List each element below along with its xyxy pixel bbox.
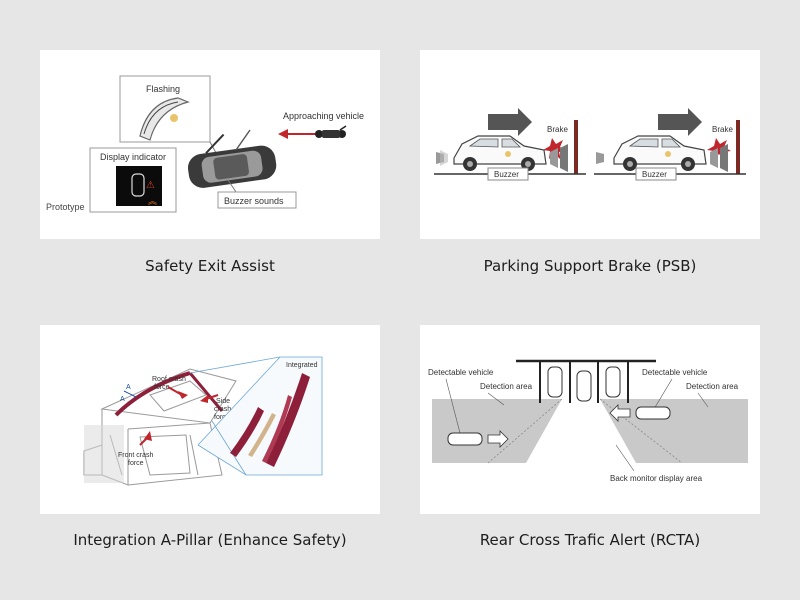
- pillar-part-reinforcement: [248, 413, 276, 457]
- front-sensor-wave-icon: [720, 144, 728, 172]
- arrow-left-icon: [609, 404, 631, 422]
- safety-exit-assist-diagram: Flashing Approaching vehicle Display ind…: [46, 75, 364, 213]
- suv-car-icon: [613, 135, 707, 171]
- parking-support-brake-figure: Brake Buzzer Brake: [420, 50, 760, 239]
- pointer-left-area: [487, 392, 505, 406]
- pointer-monitor-area: [615, 444, 635, 472]
- section-a-bottom-label: A: [120, 396, 125, 403]
- detection-area-right-label: Detection area: [686, 382, 739, 391]
- buzzer-label-left: Buzzer: [494, 170, 519, 179]
- motorcycle-icon: [315, 125, 347, 138]
- side-crash-label: Side: [216, 398, 230, 405]
- buzzer-pointer: [227, 179, 237, 193]
- front-crash-label: Front crash: [118, 452, 154, 459]
- caption-a-pillar: Integration A-Pillar (Enhance Safety): [73, 531, 347, 549]
- parked-car-icon: [547, 366, 563, 398]
- pillar-part-inner: [230, 407, 264, 457]
- prototype-label: Prototype: [46, 202, 85, 212]
- buzzer-box: [217, 191, 297, 209]
- a-pillar-diagram: A A Roof crash force Side crash force Fr…: [83, 356, 323, 486]
- arrow-right-icon: [487, 430, 509, 448]
- side-force-arrow-icon: [200, 395, 208, 403]
- buzzer-tag-right: [635, 167, 677, 181]
- roof-force-arrow-icon: [178, 391, 188, 399]
- wall-post: [736, 120, 740, 174]
- side-crash-label-2: crash: [214, 406, 231, 413]
- pillar-part-outer: [262, 395, 292, 463]
- frame-shading: [84, 425, 124, 483]
- buzzer-tag-left: [487, 167, 529, 181]
- caption-parking-support-brake: Parking Support Brake (PSB): [483, 257, 697, 275]
- integrated-label: Integrated: [286, 362, 318, 369]
- suv-car-icon: [453, 135, 547, 171]
- pointer-right-vehicle: [653, 378, 673, 410]
- caption-safety-exit-assist: Safety Exit Assist: [145, 257, 275, 275]
- roof-force-arrow-line: [167, 386, 183, 396]
- flashing-light-icon: [170, 114, 178, 122]
- front-sensor-wave-icon: [560, 144, 568, 172]
- a-pillar-figure: A A Roof crash force Side crash force Fr…: [40, 325, 380, 514]
- back-monitor-label: Back monitor display area: [610, 474, 703, 483]
- buzzer-sounds-label: Buzzer sounds: [224, 196, 284, 206]
- forward-arrow-icon: [658, 108, 702, 136]
- display-car-icon: [131, 173, 145, 197]
- mirror-edge: [143, 101, 179, 135]
- roof-crash-label-2: force: [154, 384, 170, 391]
- detection-boundary-left: [487, 398, 563, 464]
- rcta-diagram: Detectable vehicle Detection area Detect…: [428, 359, 748, 483]
- mirror-shape: [139, 97, 190, 141]
- parked-car-icon: [605, 366, 621, 398]
- warning-icon: ⚠: [146, 180, 155, 191]
- car-top-view-icon: [187, 133, 277, 188]
- open-door-line: [235, 129, 251, 151]
- rear-sensor-wave-icon: [596, 152, 604, 164]
- brake-burst-icon: [543, 138, 567, 160]
- rear-sensor-wave-icon: [440, 150, 448, 166]
- integrated-pillar-part: [266, 373, 310, 467]
- roof-rail-highlight: [188, 372, 224, 412]
- display-indicator-label: Display indicator: [100, 152, 166, 162]
- a-pillar-highlight: [114, 371, 191, 417]
- own-car-icon: [576, 370, 592, 402]
- detectable-vehicle-right-label: Detectable vehicle: [642, 368, 708, 377]
- section-line: [123, 390, 137, 398]
- approaching-vehicle-label: Approaching vehicle: [283, 111, 364, 121]
- front-crash-label-2: force: [128, 460, 144, 467]
- side-crash-label-3: force: [214, 414, 230, 421]
- detectable-vehicle-left-label: Detectable vehicle: [428, 368, 494, 377]
- callout-line-top: [189, 356, 281, 374]
- callout-line-bottom: [211, 420, 247, 476]
- flashing-label: Flashing: [146, 84, 180, 94]
- front-sensor-wave-icon: [710, 148, 718, 168]
- brake-label-left: Brake: [547, 125, 568, 134]
- pointer-left-vehicle: [445, 378, 461, 434]
- detection-area-left-label: Detection area: [480, 382, 533, 391]
- back-monitor-area: [526, 399, 636, 463]
- safety-exit-assist-figure: Flashing Approaching vehicle Display ind…: [40, 50, 380, 239]
- brake-burst-icon: [707, 138, 731, 160]
- front-sensor-wave-icon: [550, 148, 558, 168]
- approach-arrow-head: [278, 129, 288, 139]
- roof-crash-label: Roof crash: [152, 376, 186, 383]
- wall-post: [574, 120, 578, 174]
- parking-support-brake-diagram: Brake Buzzer Brake: [434, 108, 746, 181]
- chevron-up-icon: ︽: [148, 196, 157, 206]
- brake-label-right: Brake: [712, 125, 733, 134]
- buzzer-label-right: Buzzer: [642, 170, 667, 179]
- rcta-figure: Detectable vehicle Detection area Detect…: [420, 325, 760, 514]
- crossing-vehicle-right-icon: [635, 406, 671, 420]
- display-screen: [116, 166, 162, 206]
- section-a-top-label: A: [126, 384, 131, 391]
- forward-arrow-icon: [488, 108, 532, 136]
- crossing-vehicle-left-icon: [447, 432, 483, 446]
- caption-rcta: Rear Cross Trafic Alert (RCTA): [479, 531, 701, 549]
- pointer-right-area: [697, 392, 709, 408]
- front-force-arrow-icon: [144, 431, 152, 441]
